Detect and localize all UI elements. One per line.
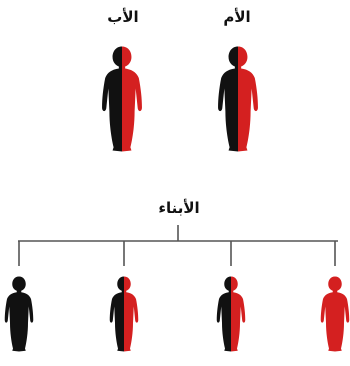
children-label: الأبناء xyxy=(158,199,200,217)
children-group xyxy=(4,276,350,352)
child-figure-1-right-half xyxy=(19,276,34,352)
children-connector xyxy=(18,225,338,266)
father-figure xyxy=(102,46,142,152)
child-figure-1-left-half xyxy=(4,276,19,352)
child-figure-2-left-half xyxy=(109,276,124,352)
child-figure-4 xyxy=(320,276,350,352)
father-figure-right-half xyxy=(122,46,142,152)
child-figure-1 xyxy=(4,276,34,352)
child-figure-3 xyxy=(216,276,246,352)
child-figure-2 xyxy=(109,276,139,352)
child-figure-3-left-half xyxy=(216,276,231,352)
mother-figure xyxy=(218,46,258,152)
child-figure-2-right-half xyxy=(124,276,139,352)
child-figure-4-left-half xyxy=(320,276,335,352)
child-figure-3-right-half xyxy=(231,276,246,352)
father-figure-left-half xyxy=(102,46,122,152)
mother-label: الأم xyxy=(223,8,251,26)
child-figure-4-right-half xyxy=(335,276,350,352)
mother-figure-left-half xyxy=(218,46,238,152)
father-label: الأب xyxy=(107,8,139,26)
parents-group xyxy=(102,46,258,152)
mother-figure-right-half xyxy=(238,46,258,152)
